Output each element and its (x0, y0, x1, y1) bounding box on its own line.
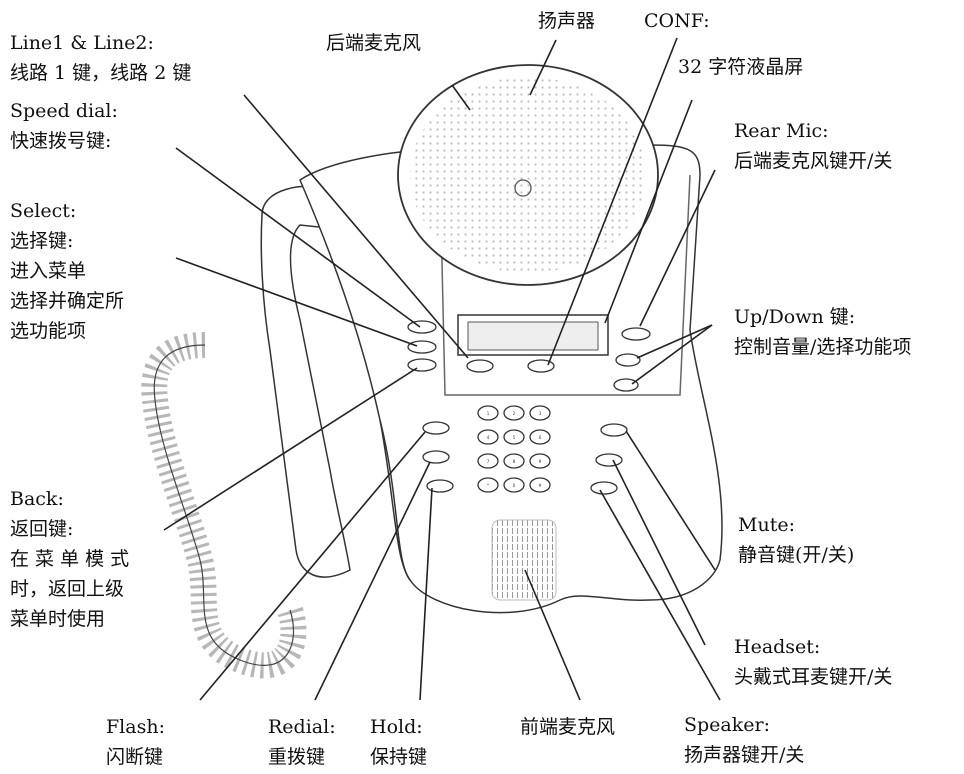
callout-back-line: 返回键: (10, 518, 74, 540)
callout-line-keys-title: Line1 & Line2: (10, 32, 154, 54)
callout-back-line: 菜单时使用 (10, 608, 106, 630)
keypad-key-label: 0 (513, 483, 516, 488)
callout-select-title: Select: (10, 200, 77, 222)
keypad-key (529, 477, 551, 493)
keypad-key (477, 405, 499, 421)
callout-flash: Flash: 闪断键 (106, 712, 165, 772)
keypad-key-label: 1 (487, 411, 490, 416)
callout-updown-title: Up/Down 键: (734, 306, 856, 328)
callout-rear-mic-top: 后端麦克风 (326, 28, 421, 58)
keypad-key (503, 429, 525, 445)
callout-select-line: 选功能项 (10, 320, 87, 342)
keypad-key (529, 453, 551, 469)
callout-back-line: 在 菜 单 模 式 (10, 548, 130, 570)
callout-speed-dial-desc: 快速拨号键: (10, 130, 112, 152)
right-keys (590, 327, 651, 495)
callout-headset-desc: 头戴式耳麦键开/关 (734, 666, 893, 688)
keypad-key (477, 477, 499, 493)
callout-back: Back: 返回键: 在 菜 单 模 式 时，返回上级 菜单时使用 (10, 484, 129, 634)
keypad-key-label: 7 (487, 459, 490, 464)
callout-mute-title: Mute: (738, 514, 795, 536)
speaker-dome (397, 64, 659, 286)
coiled-cord (141, 332, 307, 679)
callout-lcd: 32 字符液晶屏 (678, 52, 803, 82)
lcd-screen (457, 314, 609, 356)
callout-front-mic: 前端麦克风 (520, 712, 615, 742)
callout-mute-desc: 静音键(开/关) (738, 544, 855, 566)
callout-updown: Up/Down 键: 控制音量/选择功能项 (734, 302, 911, 362)
callout-rear-mic-top-title: 后端麦克风 (326, 32, 422, 54)
callout-rear-mic-key: Rear Mic: 后端麦克风键开/关 (734, 116, 892, 176)
callout-updown-desc: 控制音量/选择功能项 (734, 336, 912, 358)
callout-speaker-top: 扬声器 (538, 6, 595, 36)
callout-redial-title: Redial: (268, 716, 336, 738)
keypad-key (477, 453, 499, 469)
callout-rear-mic-key-desc: 后端麦克风键开/关 (734, 150, 893, 172)
callout-flash-title: Flash: (106, 716, 165, 738)
keypad-key-label: 6 (539, 435, 542, 440)
keypad-key (477, 429, 499, 445)
keypad-key-label: 3 (539, 411, 542, 416)
keypad-key (529, 405, 551, 421)
callout-speaker-top-title: 扬声器 (538, 10, 596, 32)
callout-back-title: Back: (10, 488, 64, 510)
callout-rear-mic-key-title: Rear Mic: (734, 120, 829, 142)
callout-speed-dial: Speed dial: 快速拨号键: (10, 96, 118, 156)
callout-speed-dial-title: Speed dial: (10, 100, 118, 122)
callout-redial: Redial: 重拨键 (268, 712, 336, 772)
callout-flash-desc: 闪断键 (106, 746, 164, 768)
phone-body (299, 144, 723, 614)
callout-speaker-key: Speaker: 扬声器键开/关 (684, 710, 804, 770)
keypad-key-label: 2 (513, 411, 516, 416)
callout-conf-title: CONF: (644, 10, 710, 32)
callout-conf: CONF: (644, 6, 710, 36)
keypad: 1 2 3 4 5 6 7 8 9 * 0 # (477, 405, 551, 493)
keypad-key-label: 9 (539, 459, 542, 464)
callout-mute: Mute: 静音键(开/关) (738, 510, 854, 570)
callout-back-line: 时，返回上级 (10, 578, 125, 600)
keypad-key (503, 477, 525, 493)
keypad-key (529, 429, 551, 445)
leader-lines (163, 37, 721, 701)
keypad-key-label: # (538, 483, 542, 488)
callout-line-keys: Line1 & Line2: 线路 1 键，线路 2 键 (10, 28, 191, 88)
callout-front-mic-title: 前端麦克风 (520, 716, 616, 738)
keypad-key-label: 5 (513, 435, 516, 440)
keypad-key-label: * (487, 483, 489, 488)
callout-redial-desc: 重拨键 (268, 746, 326, 768)
callout-hold-title: Hold: (370, 716, 423, 738)
callout-select-line: 进入菜单 (10, 260, 87, 282)
keypad-key-label: 4 (487, 435, 490, 440)
callout-speaker-key-desc: 扬声器键开/关 (684, 744, 805, 766)
callout-select: Select: 选择键: 进入菜单 选择并确定所 选功能项 (10, 196, 124, 346)
keypad-key-label: 8 (513, 459, 516, 464)
callout-hold: Hold: 保持键 (370, 712, 427, 772)
callout-select-line: 选择键: (10, 230, 74, 252)
callout-headset-title: Headset: (734, 636, 821, 658)
keypad-key (503, 453, 525, 469)
front-mic-grille (491, 519, 557, 601)
callout-line-keys-desc: 线路 1 键，线路 2 键 (10, 62, 192, 84)
left-keys (407, 320, 555, 493)
callout-lcd-title: 32 字符液晶屏 (678, 56, 804, 78)
callout-speaker-key-title: Speaker: (684, 714, 770, 736)
callout-select-line: 选择并确定所 (10, 290, 125, 312)
callout-hold-desc: 保持键 (370, 746, 428, 768)
keypad-key (503, 405, 525, 421)
callout-headset: Headset: 头戴式耳麦键开/关 (734, 632, 892, 692)
